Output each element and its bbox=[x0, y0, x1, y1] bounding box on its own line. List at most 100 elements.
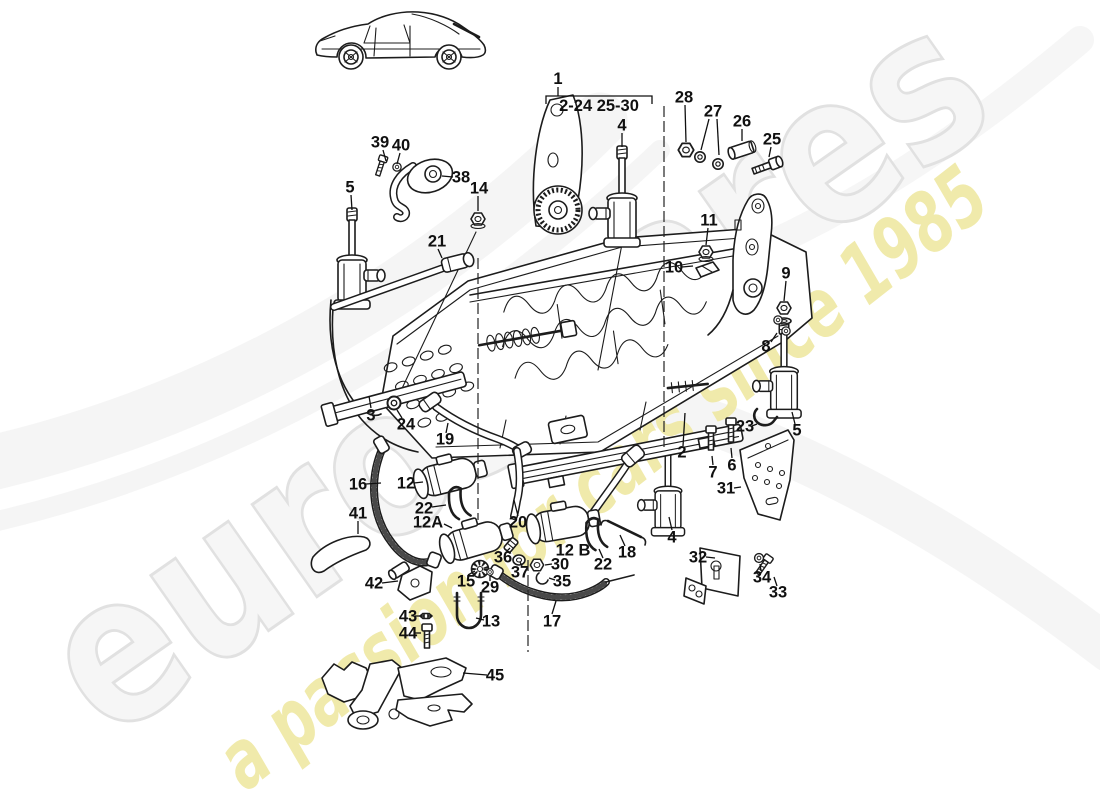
part-label-32: 32 bbox=[689, 548, 707, 566]
part-label-26: 26 bbox=[733, 112, 751, 130]
part-label-5: 5 bbox=[345, 178, 354, 196]
part-label-41: 41 bbox=[349, 504, 367, 522]
line-art bbox=[310, 11, 813, 730]
leader-line bbox=[668, 516, 673, 531]
leader-line bbox=[759, 563, 762, 572]
spacer-26 bbox=[727, 140, 757, 160]
drive-cable-21 bbox=[330, 251, 475, 311]
part-label-7: 7 bbox=[708, 463, 717, 481]
part-label-27: 27 bbox=[704, 102, 722, 120]
leader-line bbox=[467, 570, 476, 576]
part-label-16: 16 bbox=[349, 475, 367, 493]
c-clip-35 bbox=[535, 572, 549, 585]
bracket-42 bbox=[387, 561, 433, 601]
part-label-38: 38 bbox=[452, 168, 470, 186]
part-label-12A: 12A bbox=[413, 513, 443, 531]
part-label-13: 13 bbox=[482, 612, 500, 630]
leader-line bbox=[619, 534, 626, 547]
spring-mesh bbox=[502, 262, 709, 380]
stud-43 bbox=[419, 612, 433, 620]
leader-line bbox=[462, 672, 488, 676]
part-label-21: 21 bbox=[428, 232, 446, 250]
leader-line bbox=[443, 523, 453, 529]
part-label-45: 45 bbox=[486, 666, 504, 684]
car-silhouette-icon bbox=[315, 11, 487, 70]
part-label-33: 33 bbox=[769, 583, 787, 601]
leader-line bbox=[733, 486, 742, 489]
seat-rail-left bbox=[320, 371, 467, 427]
part-label-23: 23 bbox=[736, 417, 754, 435]
group-range: 2-24 25-30 bbox=[559, 97, 639, 115]
leader-line bbox=[716, 118, 720, 156]
watermark-swoosh-icon bbox=[0, 92, 628, 490]
part-label-25: 25 bbox=[763, 130, 781, 148]
washer-27b bbox=[711, 158, 725, 170]
part-label-35: 35 bbox=[553, 572, 571, 590]
part-label-31: 31 bbox=[717, 479, 735, 497]
leader-line bbox=[773, 576, 778, 587]
assembly-group-label: 1 2-24 25-30 bbox=[545, 70, 653, 115]
flex-hose-16 bbox=[370, 435, 442, 569]
part-label-22: 22 bbox=[415, 499, 433, 517]
leader-line bbox=[381, 580, 399, 584]
part-label-18: 18 bbox=[618, 543, 636, 561]
washer-29 bbox=[486, 568, 494, 576]
leader-line bbox=[441, 175, 454, 178]
part-label-24: 24 bbox=[397, 415, 416, 433]
bracket-32 bbox=[683, 547, 741, 605]
part-label-15: 15 bbox=[457, 572, 475, 590]
part-label-42: 42 bbox=[365, 574, 383, 592]
leader-line bbox=[705, 227, 709, 246]
leader-line bbox=[548, 577, 556, 581]
bolt-25 bbox=[751, 155, 784, 175]
leader-line bbox=[396, 152, 401, 165]
recliner-bracket-left bbox=[532, 94, 583, 235]
leader-line bbox=[684, 104, 687, 143]
leader-line bbox=[365, 482, 382, 485]
recliner-bracket-right bbox=[707, 193, 773, 336]
washer-34 bbox=[753, 552, 765, 564]
part-label-8: 8 bbox=[761, 337, 770, 355]
leader-line bbox=[368, 395, 372, 409]
leader-line bbox=[791, 411, 796, 425]
part-label-14: 14 bbox=[470, 179, 489, 197]
u-bolt-13 bbox=[453, 591, 485, 630]
part-label-40: 40 bbox=[392, 136, 410, 154]
leader-line bbox=[768, 146, 772, 158]
leader-line bbox=[396, 409, 403, 419]
part-label-28: 28 bbox=[675, 88, 693, 106]
leader-line bbox=[413, 481, 424, 484]
part-label-37: 37 bbox=[511, 563, 529, 581]
leader-line bbox=[519, 561, 523, 567]
part-label-22: 22 bbox=[594, 555, 612, 573]
part-label-20: 20 bbox=[509, 513, 527, 531]
part-label-9: 9 bbox=[781, 264, 790, 282]
part-label-36: 36 bbox=[494, 548, 512, 566]
cap-37 bbox=[512, 554, 526, 566]
part-label-19: 19 bbox=[436, 430, 454, 448]
clamp-23 bbox=[752, 407, 779, 427]
leader-line bbox=[730, 447, 733, 459]
leader-line bbox=[598, 548, 604, 559]
leader-line bbox=[350, 194, 353, 211]
part-label-29: 29 bbox=[481, 578, 499, 596]
floor-bracket-45 bbox=[321, 657, 473, 730]
leader-line bbox=[431, 504, 447, 508]
part-label-17: 17 bbox=[543, 612, 561, 630]
leader-line bbox=[700, 118, 710, 151]
leader-line bbox=[751, 423, 758, 427]
part-label-4: 4 bbox=[617, 116, 627, 134]
leader-line bbox=[711, 455, 714, 466]
leader-line bbox=[682, 412, 686, 447]
washer-27a bbox=[693, 151, 707, 163]
part-label-3: 3 bbox=[366, 406, 375, 424]
part-label-10: 10 bbox=[665, 258, 683, 276]
mount-plate-31 bbox=[739, 429, 795, 521]
leader-line bbox=[544, 563, 553, 566]
nut-11 bbox=[698, 245, 714, 263]
leader-line bbox=[681, 265, 694, 268]
part-label-12B: 12 B bbox=[556, 541, 591, 559]
grommet-24 bbox=[386, 395, 402, 411]
part-label-30: 30 bbox=[551, 555, 569, 573]
